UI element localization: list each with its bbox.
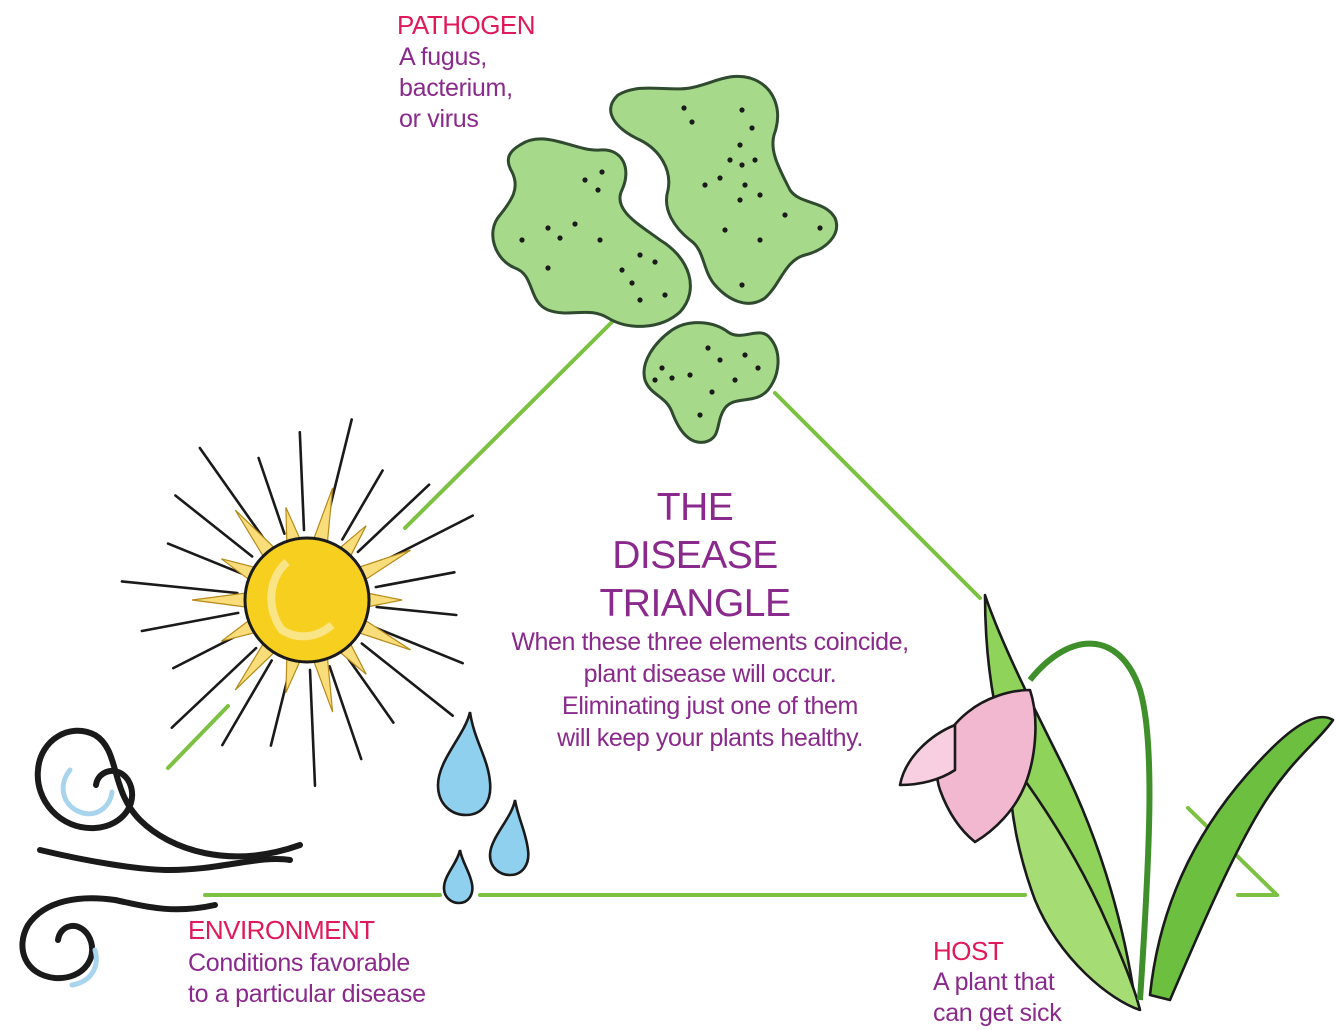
host-line: can get sick	[933, 998, 1061, 1029]
pathogen-line: bacterium,	[399, 73, 513, 104]
caption-line: Eliminating just one of them	[450, 690, 970, 722]
triangle-edge-left-lower	[168, 706, 228, 768]
wind-icon	[22, 731, 300, 985]
germ-blob-bottom	[644, 323, 778, 443]
pathogen-heading: PATHOGEN	[397, 10, 535, 40]
host-heading: HOST	[933, 936, 1003, 966]
title-line: THE	[525, 484, 865, 532]
sun-ray	[377, 607, 457, 615]
environment-line: Conditions favorable	[188, 948, 426, 979]
title-line: TRIANGLE	[525, 580, 865, 628]
environment-line: to a particular disease	[188, 979, 426, 1010]
caption-line: plant disease will occur.	[450, 658, 970, 690]
sun-ray	[142, 613, 238, 631]
water-drop-medium	[490, 800, 528, 875]
sun-ray	[172, 648, 256, 728]
host-line: A plant that	[933, 967, 1061, 998]
sun-spike	[313, 488, 333, 546]
sun-ray	[300, 432, 304, 530]
title-line: DISEASE	[525, 532, 865, 580]
sun-ray	[259, 458, 285, 534]
sun-ray	[347, 657, 393, 722]
environment-description: Conditions favorable to a particular dis…	[188, 948, 426, 1010]
sun-spike	[192, 593, 250, 608]
sun-ray	[168, 544, 242, 574]
sun-ray	[310, 670, 315, 786]
sun-spike	[313, 654, 333, 712]
wind-swirl-bottom	[22, 898, 215, 978]
water-drop-small	[444, 850, 472, 903]
sun-ray	[376, 572, 455, 587]
pathogen-description: A fugus, bacterium, or virus	[399, 42, 513, 135]
sun-ray	[122, 581, 237, 593]
pathogen-line: A fugus,	[399, 42, 513, 73]
sun-icon	[122, 420, 473, 786]
sun-ray	[330, 666, 362, 759]
wind-swirl-top	[38, 731, 300, 857]
pathogen-line: or virus	[399, 104, 513, 135]
environment-heading: ENVIRONMENT	[188, 915, 375, 945]
diagram-title: THE DISEASE TRIANGLE	[525, 484, 865, 628]
diagram-caption: When these three elements coincide, plan…	[450, 626, 970, 754]
caption-line: will keep your plants healthy.	[450, 722, 970, 754]
germ-blob-left	[493, 139, 691, 326]
wind-swirl-top-accent	[63, 770, 112, 814]
caption-line: When these three elements coincide,	[450, 626, 970, 658]
host-description: A plant that can get sick	[933, 967, 1061, 1029]
sun-ray	[200, 448, 267, 543]
